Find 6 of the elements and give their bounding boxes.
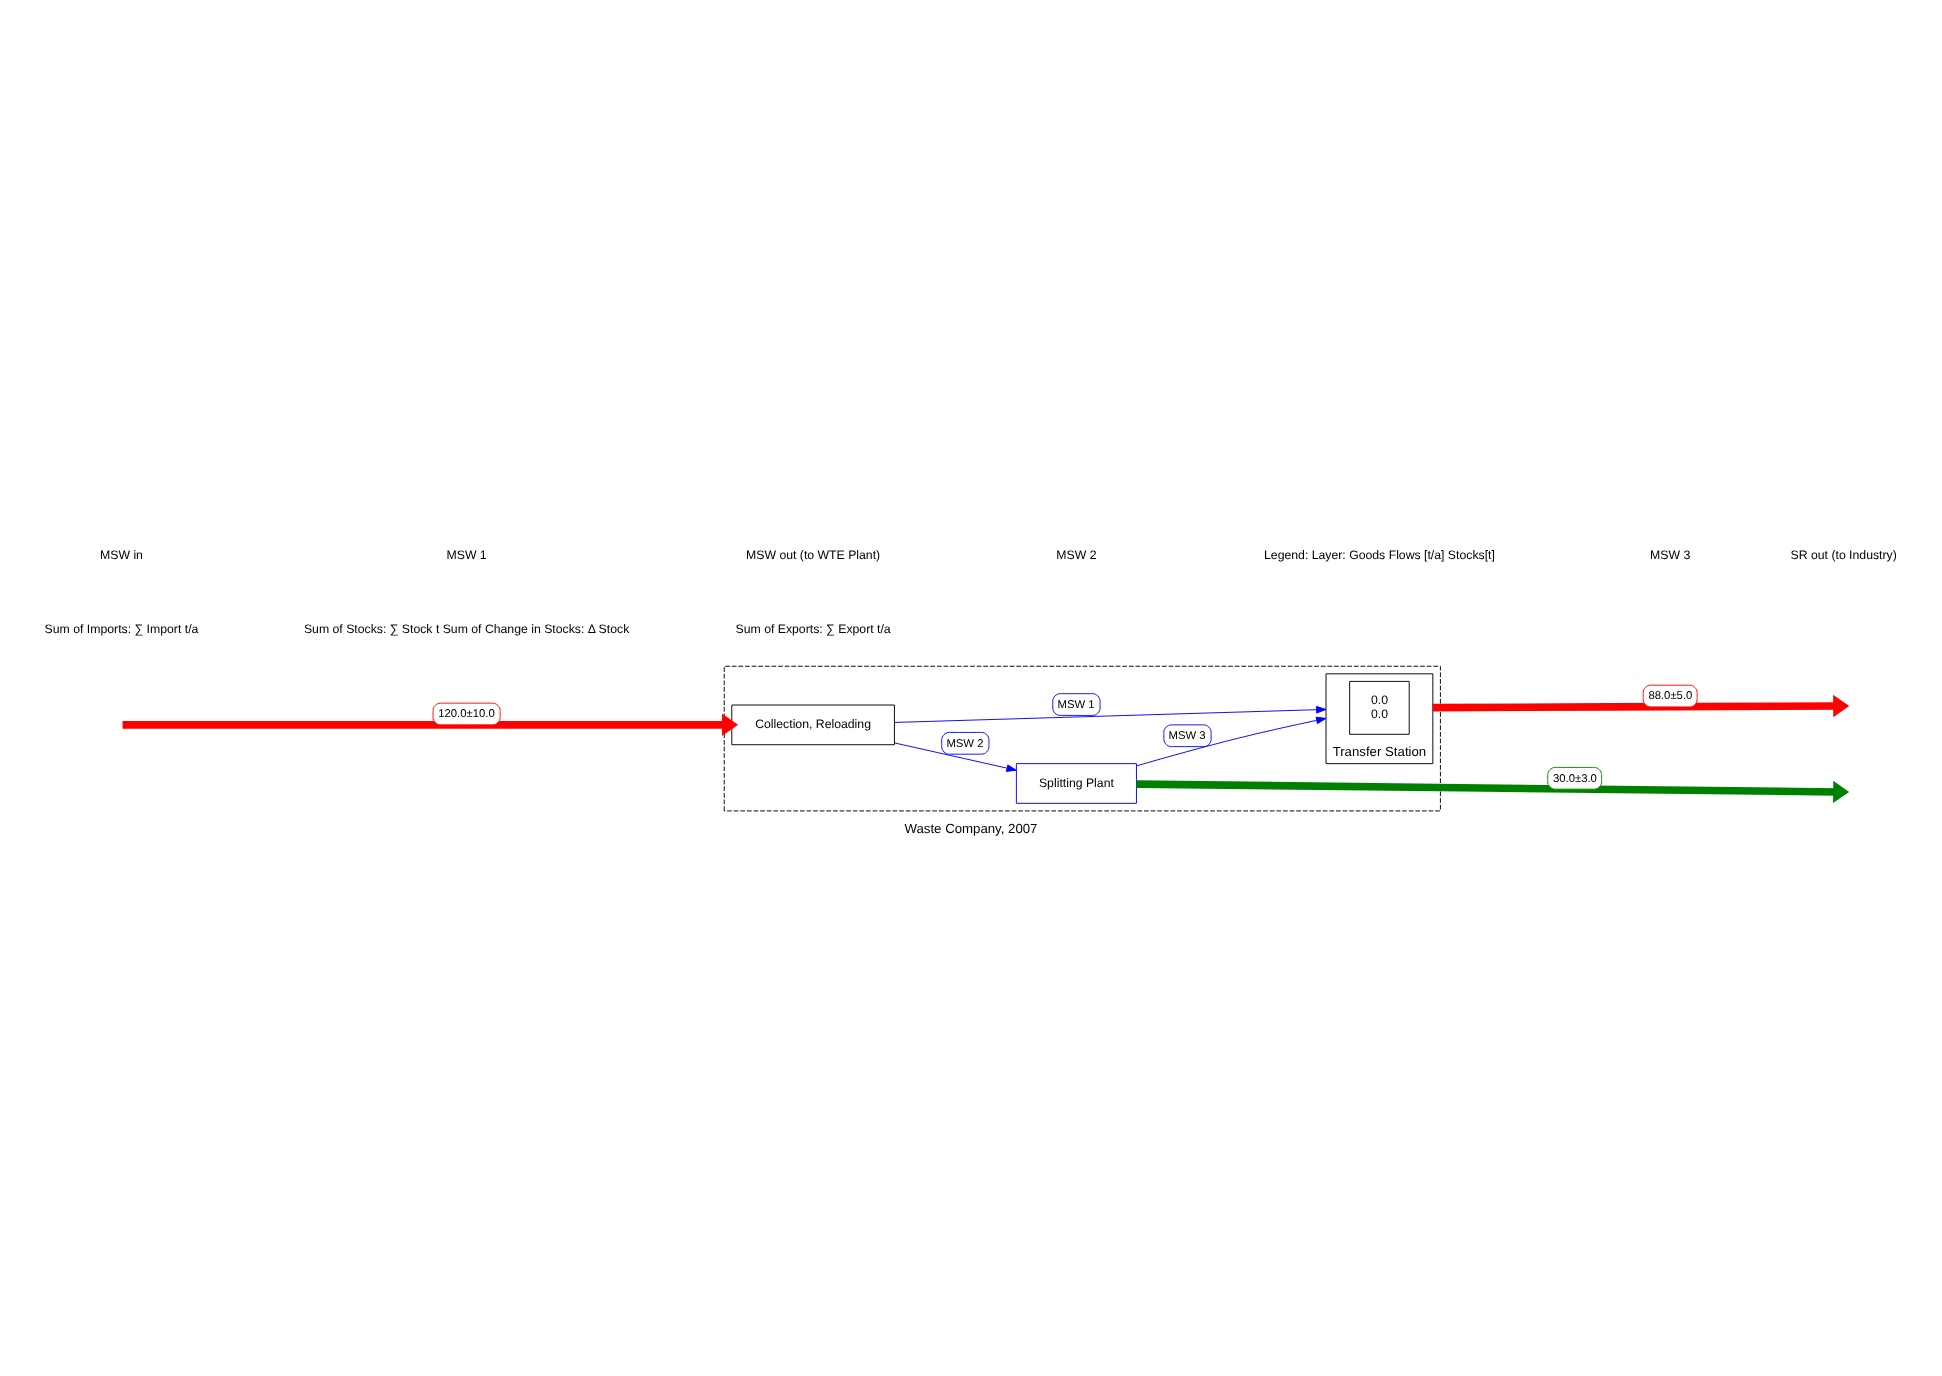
arrow <box>1136 716 1327 767</box>
arrow <box>894 705 1327 723</box>
arrow <box>122 713 739 737</box>
arrow <box>1136 780 1850 804</box>
arrow <box>1432 694 1850 718</box>
arrow <box>894 742 1017 772</box>
